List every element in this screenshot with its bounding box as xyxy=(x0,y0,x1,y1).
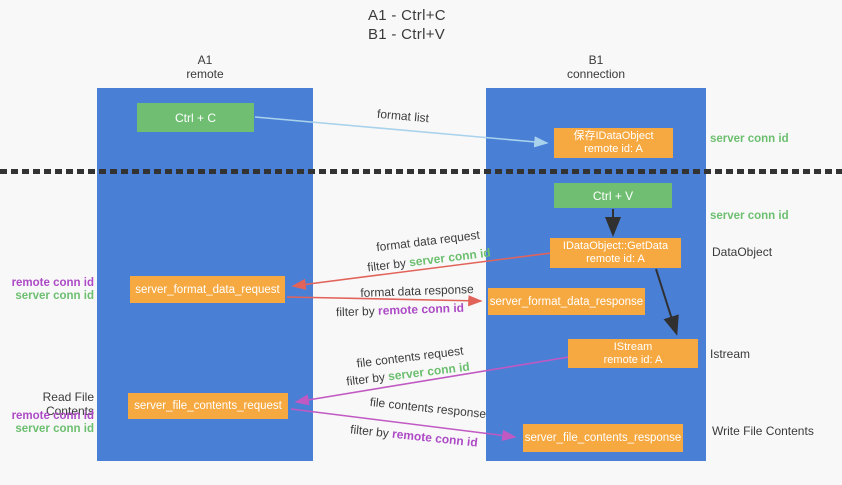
left-column-subtitle: remote xyxy=(186,67,224,81)
filter-by-text: filter by xyxy=(345,369,386,389)
remote-conn-id-text: remote conn id xyxy=(391,426,479,450)
file-contents-response-label: file contents response xyxy=(369,394,487,422)
server-conn-id-label: server conn id xyxy=(710,133,789,145)
file-request-conn-ids: remote conn id server conn id xyxy=(0,410,94,436)
save-idataobject-line1: 保存IDataObject xyxy=(573,130,654,142)
write-file-contents-label: Write File Contents xyxy=(712,424,814,438)
getdata-line1: IDataObject::GetData xyxy=(562,240,669,252)
filter-by-text: filter by xyxy=(349,422,390,441)
server-conn-id-text: server conn id xyxy=(408,245,492,270)
server-file-contents-request-node: server_file_contents_request xyxy=(128,393,288,419)
server-conn-id-label: server conn id xyxy=(15,290,94,302)
phase-separator-dotted-line xyxy=(0,169,842,174)
left-column-header: A1 remote xyxy=(97,53,313,81)
ctrl-v-label: Ctrl + V xyxy=(592,188,634,203)
server-file-contents-response-node: server_file_contents_response xyxy=(523,424,683,452)
istream-side-label: Istream xyxy=(710,347,751,361)
remote-conn-id-label: remote conn id xyxy=(11,277,94,289)
left-column-name: A1 xyxy=(197,53,213,67)
server-conn-id-label: server conn id xyxy=(710,210,789,222)
right-column-subtitle: connection xyxy=(566,67,626,81)
right-column-header: B1 connection xyxy=(486,53,706,81)
format-data-response-label: format data response xyxy=(360,282,474,300)
format-list-label: format list xyxy=(376,106,430,126)
save-idataobject-line2: remote id: A xyxy=(584,143,643,155)
ctrl-v-node: Ctrl + V xyxy=(554,183,672,208)
format-request-label: server_format_data_request xyxy=(135,283,280,296)
filter-by-remote-conn-id-label: filter by remote conn id xyxy=(350,422,479,449)
right-column-name: B1 xyxy=(588,53,604,67)
idataobject-getdata-node: IDataObject::GetData remote id: A xyxy=(550,238,681,268)
save-idataobject-node: 保存IDataObject remote id: A xyxy=(554,128,673,158)
server-format-data-request-node: server_format_data_request xyxy=(130,276,285,303)
diagram-title: A1 - Ctrl+C B1 - Ctrl+V xyxy=(368,6,446,44)
format-request-conn-ids: remote conn id server conn id xyxy=(0,277,94,303)
file-response-label: server_file_contents_response xyxy=(524,432,682,444)
read-file-contents-label: Read File Contents xyxy=(42,390,94,418)
dataobject-label: DataObject xyxy=(712,245,773,259)
format-response-label: server_format_data_response xyxy=(489,295,644,308)
istream-line1: IStream xyxy=(613,340,653,353)
ctrl-c-node: Ctrl + C xyxy=(137,103,254,132)
istream-line2: remote id: A xyxy=(603,353,663,366)
filter-by-text: filter by xyxy=(366,255,407,275)
filter-by-text: filter by xyxy=(335,303,375,320)
filter-by-remote-conn-id-label: filter by remote conn id xyxy=(336,301,464,319)
remote-conn-id-text: remote conn id xyxy=(377,300,465,318)
remote-conn-id-label: remote conn id xyxy=(11,410,94,422)
server-conn-id-label: server conn id xyxy=(15,423,94,435)
server-format-data-response-node: server_format_data_response xyxy=(488,288,645,315)
ctrl-c-label: Ctrl + C xyxy=(174,110,216,125)
diagram-title-line1: A1 - Ctrl+C xyxy=(368,7,446,24)
file-request-label: server_file_contents_request xyxy=(134,400,282,412)
getdata-line2: remote id: A xyxy=(586,253,645,265)
istream-node: IStream remote id: A xyxy=(568,339,698,368)
diagram-title-line2: B1 - Ctrl+V xyxy=(368,26,446,43)
